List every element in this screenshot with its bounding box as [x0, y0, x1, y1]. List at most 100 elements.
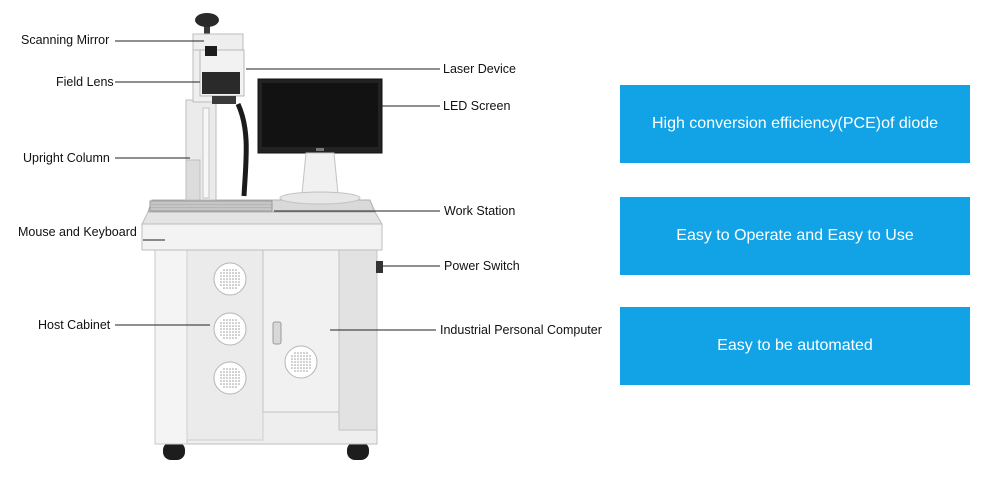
vent-hole — [235, 377, 237, 379]
vent-hole — [235, 328, 237, 330]
vent-hole — [235, 272, 237, 274]
vent-hole — [306, 352, 308, 354]
vent-hole — [238, 374, 240, 376]
fiber-cable — [235, 102, 249, 197]
vent-hole — [226, 337, 228, 339]
vent-hole — [226, 284, 228, 286]
vent-hole — [309, 367, 311, 369]
vent-hole — [223, 374, 225, 376]
vent-hole — [300, 364, 302, 366]
vent-hole — [220, 334, 222, 336]
vent-hole — [232, 275, 234, 277]
vent-hole — [223, 337, 225, 339]
vent-hole — [238, 371, 240, 373]
label-industrial-pc: Industrial Personal Computer — [440, 323, 602, 337]
vent-hole — [223, 287, 225, 289]
vent-hole — [229, 371, 231, 373]
vent-hole — [306, 358, 308, 360]
vent-hole — [226, 281, 228, 283]
feature-text: Easy to be automated — [717, 337, 873, 354]
vent-hole — [223, 284, 225, 286]
vent-hole — [238, 331, 240, 333]
vent-holes — [220, 269, 311, 388]
vent-hole — [303, 370, 305, 372]
vent-hole — [297, 355, 299, 357]
vent-hole — [294, 352, 296, 354]
vent-hole — [238, 284, 240, 286]
vent-hole — [291, 358, 293, 360]
vent-hole — [220, 377, 222, 379]
vent-hole — [226, 331, 228, 333]
vent-hole — [223, 269, 225, 271]
vent-hole — [238, 281, 240, 283]
vent-hole — [297, 358, 299, 360]
vent-hole — [229, 368, 231, 370]
vent-hole — [238, 383, 240, 385]
vent-hole — [235, 319, 237, 321]
vent-hole — [294, 358, 296, 360]
vent-hole — [229, 319, 231, 321]
vent-hole — [235, 371, 237, 373]
vent-hole — [297, 370, 299, 372]
vent-hole — [238, 325, 240, 327]
vent-hole — [232, 368, 234, 370]
vent-hole — [223, 275, 225, 277]
power-switch-knob — [376, 261, 383, 273]
vent-hole — [223, 383, 225, 385]
vent-hole — [220, 281, 222, 283]
laser-head-label — [205, 46, 217, 56]
monitor-screen — [262, 83, 378, 147]
vent-hole — [220, 328, 222, 330]
vent-hole — [220, 383, 222, 385]
column-scale — [202, 107, 210, 199]
door-handle — [272, 321, 282, 345]
vent-hole — [306, 367, 308, 369]
vent-hole — [238, 328, 240, 330]
vent-hole — [235, 275, 237, 277]
vent-hole — [300, 361, 302, 363]
vent-hole — [300, 355, 302, 357]
column-support — [185, 159, 201, 201]
vent-hole — [297, 352, 299, 354]
vent-hole — [235, 374, 237, 376]
vent-hole — [294, 355, 296, 357]
vent-hole — [226, 334, 228, 336]
vent-hole — [226, 272, 228, 274]
vent-hole — [294, 367, 296, 369]
vent-hole — [229, 287, 231, 289]
vent-hole — [235, 278, 237, 280]
vent-hole — [235, 287, 237, 289]
laser-head-front — [202, 72, 240, 94]
vent-hole — [232, 383, 234, 385]
vent-hole — [229, 374, 231, 376]
vent-hole — [223, 368, 225, 370]
vent-hole — [223, 319, 225, 321]
wheel-left — [163, 442, 185, 460]
vent-hole — [235, 334, 237, 336]
label-upright-column: Upright Column — [23, 151, 110, 165]
vent-hole — [291, 364, 293, 366]
vent-hole — [220, 371, 222, 373]
vent-hole — [220, 272, 222, 274]
vent-hole — [297, 364, 299, 366]
wheel-right — [347, 442, 369, 460]
vent-hole — [291, 367, 293, 369]
vent-hole — [223, 331, 225, 333]
vent-hole — [238, 278, 240, 280]
vent-hole — [309, 355, 311, 357]
vent-hole — [226, 377, 228, 379]
vent-hole — [238, 272, 240, 274]
vent-hole — [220, 374, 222, 376]
vent-hole — [300, 352, 302, 354]
vent-hole — [229, 328, 231, 330]
vent-hole — [226, 278, 228, 280]
vent-hole — [226, 275, 228, 277]
vent-hole — [226, 374, 228, 376]
feature-box-pce: High conversion efficiency(PCE)of diode — [620, 85, 970, 163]
vent-hole — [232, 380, 234, 382]
feature-box-easy-operate: Easy to Operate and Easy to Use — [620, 197, 970, 275]
table-frame — [141, 223, 383, 251]
vent-hole — [238, 334, 240, 336]
vent-hole — [223, 322, 225, 324]
